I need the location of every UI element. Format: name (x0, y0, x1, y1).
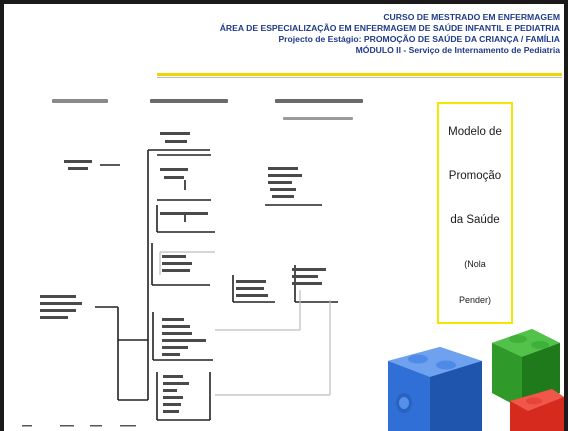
red-block (510, 389, 564, 431)
blue-block (388, 347, 482, 431)
green-block (492, 329, 560, 409)
bottom-tick-marks (22, 425, 136, 427)
slide-frame-left (0, 0, 4, 431)
course-title: CURSO DE MESTRADO EM ENFERMAGEM (383, 12, 560, 22)
header-underline (157, 73, 562, 76)
model-title-line-4: (Nola (464, 259, 486, 269)
lego-blocks-image (388, 329, 564, 431)
model-title-line-3: da Saúde (450, 214, 500, 226)
model-title-line-2: Promoção (448, 170, 502, 182)
slide-header: CURSO DE MESTRADO EM ENFERMAGEM ÁREA DE … (140, 12, 560, 56)
specialization-area: ÁREA DE ESPECIALIZAÇÃO EM ENFERMAGEM DE … (219, 23, 560, 33)
diagram-connectors (159, 251, 331, 396)
diagram-lines (95, 149, 338, 421)
module-title: MÓDULO II - Serviço de Internamento de P… (355, 45, 560, 55)
slide-frame-right (564, 0, 568, 431)
model-title-box: Modelo de Promoção da Saúde (Nola Pender… (437, 102, 513, 324)
diagram-labels (40, 132, 326, 413)
slide-frame-top (0, 0, 568, 4)
header-underline-shadow (157, 77, 562, 78)
model-title-line-5: Pender) (458, 295, 492, 305)
model-title-line-1: Modelo de (448, 126, 502, 138)
project-title: Projecto de Estágio: PROMOÇÃO DE SAÚDE D… (278, 34, 560, 44)
column-headings (52, 99, 363, 120)
